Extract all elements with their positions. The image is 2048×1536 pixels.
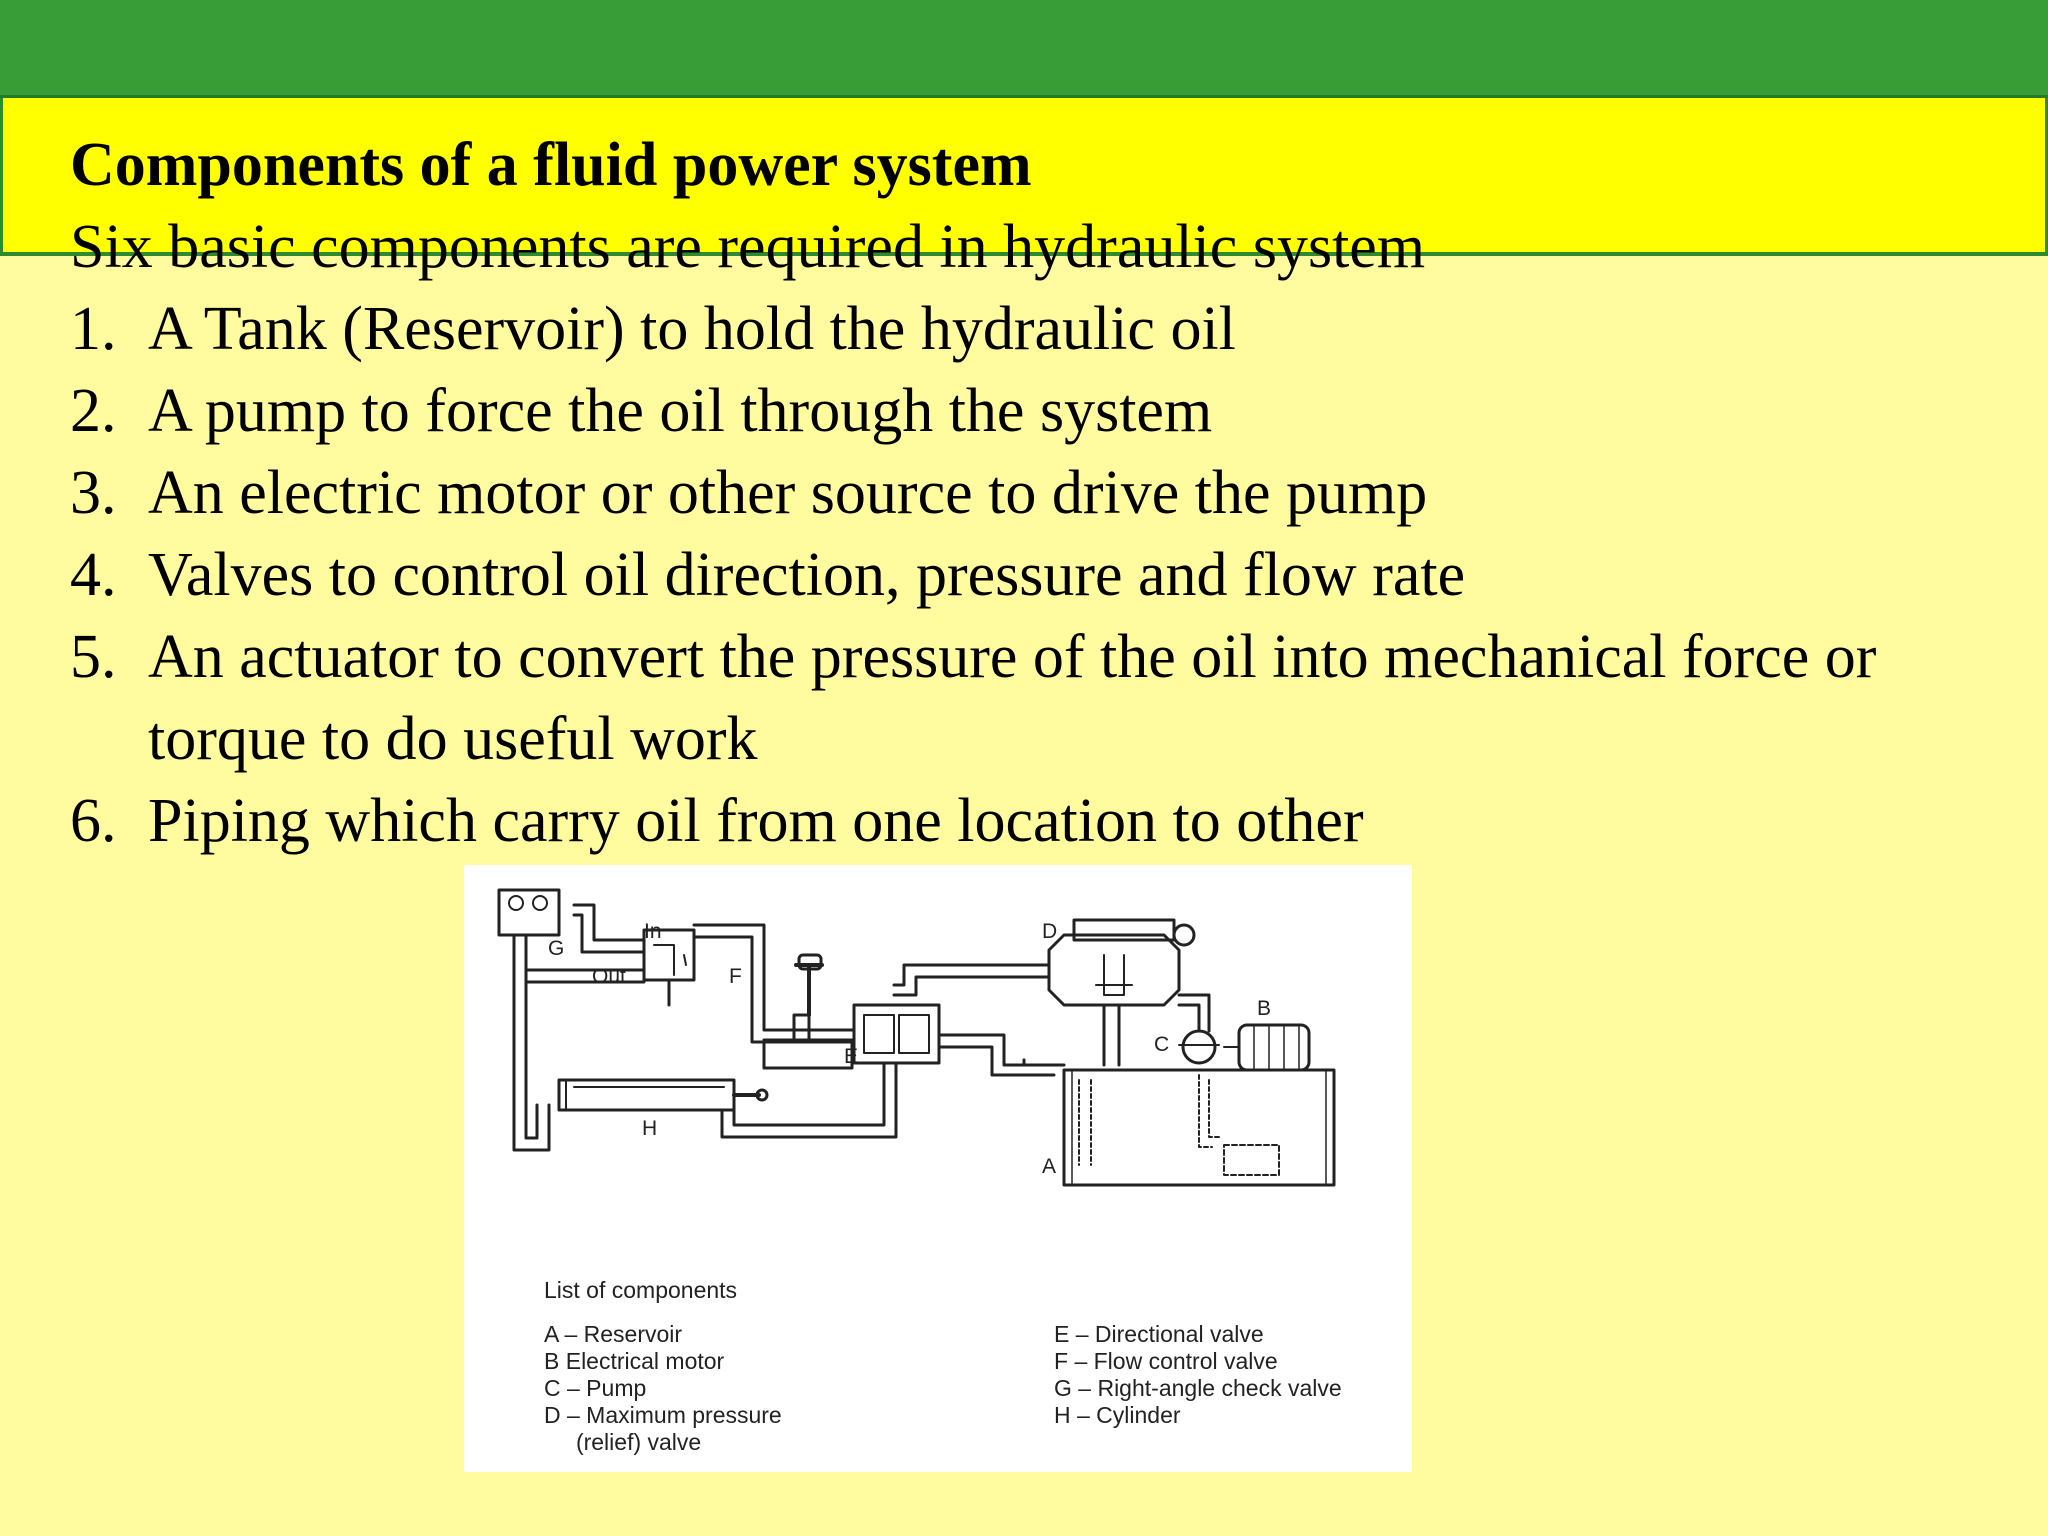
return-line bbox=[937, 1033, 1056, 1077]
label-c: C bbox=[1154, 1033, 1170, 1056]
slide-body: Components of a fluid power system Six b… bbox=[70, 124, 1970, 862]
item-number: 4. bbox=[70, 541, 117, 609]
legend-title: List of components bbox=[544, 1277, 738, 1303]
legend-item: B Electrical motor bbox=[544, 1348, 725, 1374]
item-number: 3. bbox=[70, 459, 117, 527]
list-item: 6. Piping which carry oil from one locati… bbox=[70, 780, 1970, 862]
item-number: 2. bbox=[70, 377, 117, 445]
label-in: In bbox=[644, 920, 662, 943]
list-item: 3. An electric motor or other source to d… bbox=[70, 452, 1970, 534]
slide-subtitle: Six basic components are required in hyd… bbox=[70, 213, 1426, 281]
title-band bbox=[0, 98, 2048, 256]
component-list: 1. A Tank (Reservoir) to hold the hydraul… bbox=[70, 288, 1970, 862]
item-text: A pump to force the oil through the syst… bbox=[148, 377, 1213, 445]
hydraulic-circuit-figure: G In Out F E D B C H A List of component… bbox=[464, 865, 1412, 1472]
list-item: 5. An actuator to convert the pressure of… bbox=[70, 616, 1908, 780]
label-f: F bbox=[729, 965, 742, 988]
label-d: D bbox=[1042, 920, 1058, 943]
label-out: Out bbox=[592, 965, 626, 988]
suction-pipe bbox=[1078, 1079, 1092, 1166]
item-text: Piping which carry oil from one location… bbox=[148, 787, 1364, 855]
item-text: A Tank (Reservoir) to hold the hydraulic… bbox=[148, 295, 1236, 363]
list-item: 2. A pump to force the oil through the sy… bbox=[70, 370, 1970, 452]
item-text: An electric motor or other source to dri… bbox=[148, 459, 1428, 527]
check-valve-g bbox=[497, 888, 561, 937]
label-b: B bbox=[1257, 997, 1272, 1020]
directional-valve-e bbox=[852, 1003, 941, 1065]
cylinder-h bbox=[557, 1078, 736, 1112]
legend-item: D – Maximum pressure bbox=[544, 1402, 782, 1428]
legend-item: C – Pump bbox=[544, 1375, 647, 1401]
legend-item: (relief) valve bbox=[544, 1429, 702, 1455]
pressure-line bbox=[892, 963, 1051, 997]
label-g: G bbox=[548, 937, 565, 960]
item-text: An actuator to convert the pressure of t… bbox=[148, 623, 1877, 773]
header-bar bbox=[0, 0, 2048, 98]
label-e: E bbox=[844, 1045, 859, 1068]
legend-item: G – Right-angle check valve bbox=[1054, 1375, 1342, 1401]
item-number: 5. bbox=[70, 623, 117, 691]
item-number: 6. bbox=[70, 787, 117, 855]
list-item: 1. A Tank (Reservoir) to hold the hydraul… bbox=[70, 288, 1970, 370]
legend-item: H – Cylinder bbox=[1054, 1402, 1181, 1428]
legend-item: F – Flow control valve bbox=[1054, 1348, 1278, 1374]
slide-title: Components of a fluid power system bbox=[70, 131, 1032, 199]
label-h: H bbox=[642, 1117, 658, 1140]
label-a: A bbox=[1042, 1155, 1057, 1178]
pump-c bbox=[1181, 1029, 1217, 1065]
legend-item: E – Directional valve bbox=[1054, 1321, 1264, 1347]
item-number: 1. bbox=[70, 295, 117, 363]
item-text: Valves to control oil direction, pressur… bbox=[148, 541, 1466, 609]
legend-item: A – Reservoir bbox=[544, 1321, 683, 1347]
strainer bbox=[1223, 1144, 1280, 1176]
hydraulic-circuit-diagram bbox=[497, 888, 1336, 1187]
list-item: 4. Valves to control oil direction, press… bbox=[70, 534, 1970, 616]
